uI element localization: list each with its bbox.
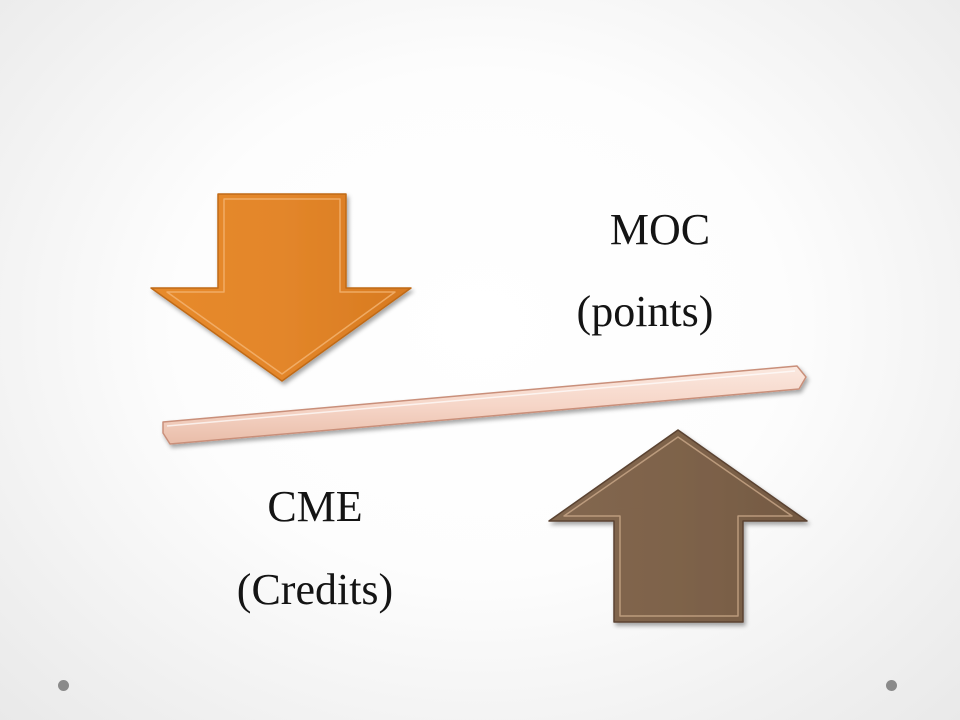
up-arrow-icon — [548, 429, 808, 623]
moc-label: MOC — [609, 205, 711, 254]
balance-beam — [162, 365, 807, 445]
decorative-dot-left — [58, 680, 69, 691]
decorative-dot-right — [886, 680, 897, 691]
down-arrow-icon — [150, 193, 412, 382]
cme-label: CME — [267, 482, 363, 531]
cme-unit-label: (Credits) — [236, 565, 394, 614]
moc-unit-label: (points) — [576, 287, 714, 336]
